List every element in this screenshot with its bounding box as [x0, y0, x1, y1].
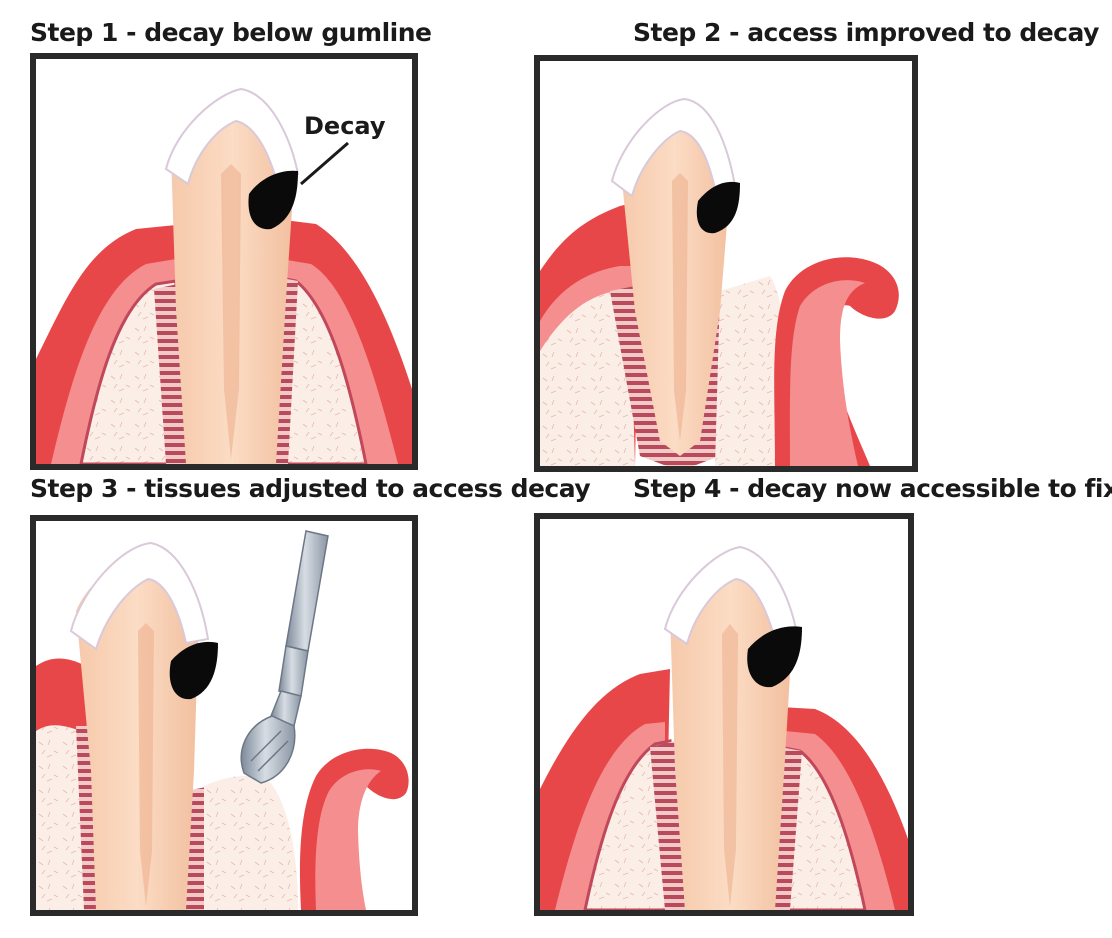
step-1-illustration: Decay	[36, 87, 412, 464]
step-3-illustration	[36, 530, 409, 910]
step-4-panel	[534, 513, 914, 916]
step-2-title: Step 2 - access improved to decay	[633, 18, 1099, 47]
step-1-title: Step 1 - decay below gumline	[30, 18, 432, 47]
step-1-panel: Decay	[30, 53, 418, 470]
decay-callout-label: Decay	[304, 112, 386, 140]
decay	[248, 170, 298, 230]
step-2-illustration	[540, 97, 899, 466]
tooth	[76, 558, 198, 910]
bone	[583, 739, 672, 910]
bone	[204, 775, 298, 910]
periodontal-ligament	[610, 286, 745, 466]
step-3-panel	[30, 515, 418, 916]
bone	[79, 279, 178, 464]
step-3-title: Step 3 - tissues adjusted to access deca…	[30, 474, 591, 503]
bone	[36, 725, 86, 910]
bone	[540, 289, 635, 466]
decay	[696, 181, 740, 234]
enamel	[164, 87, 300, 186]
decay	[169, 641, 218, 700]
dental-bur-instrument	[240, 530, 329, 784]
enamel	[69, 541, 210, 651]
step-4-title: Step 4 - decay now accessible to fix	[633, 474, 1112, 503]
decay	[747, 626, 802, 688]
step-2-panel	[534, 55, 918, 472]
step-4-illustration	[540, 545, 908, 910]
bone	[715, 276, 790, 466]
